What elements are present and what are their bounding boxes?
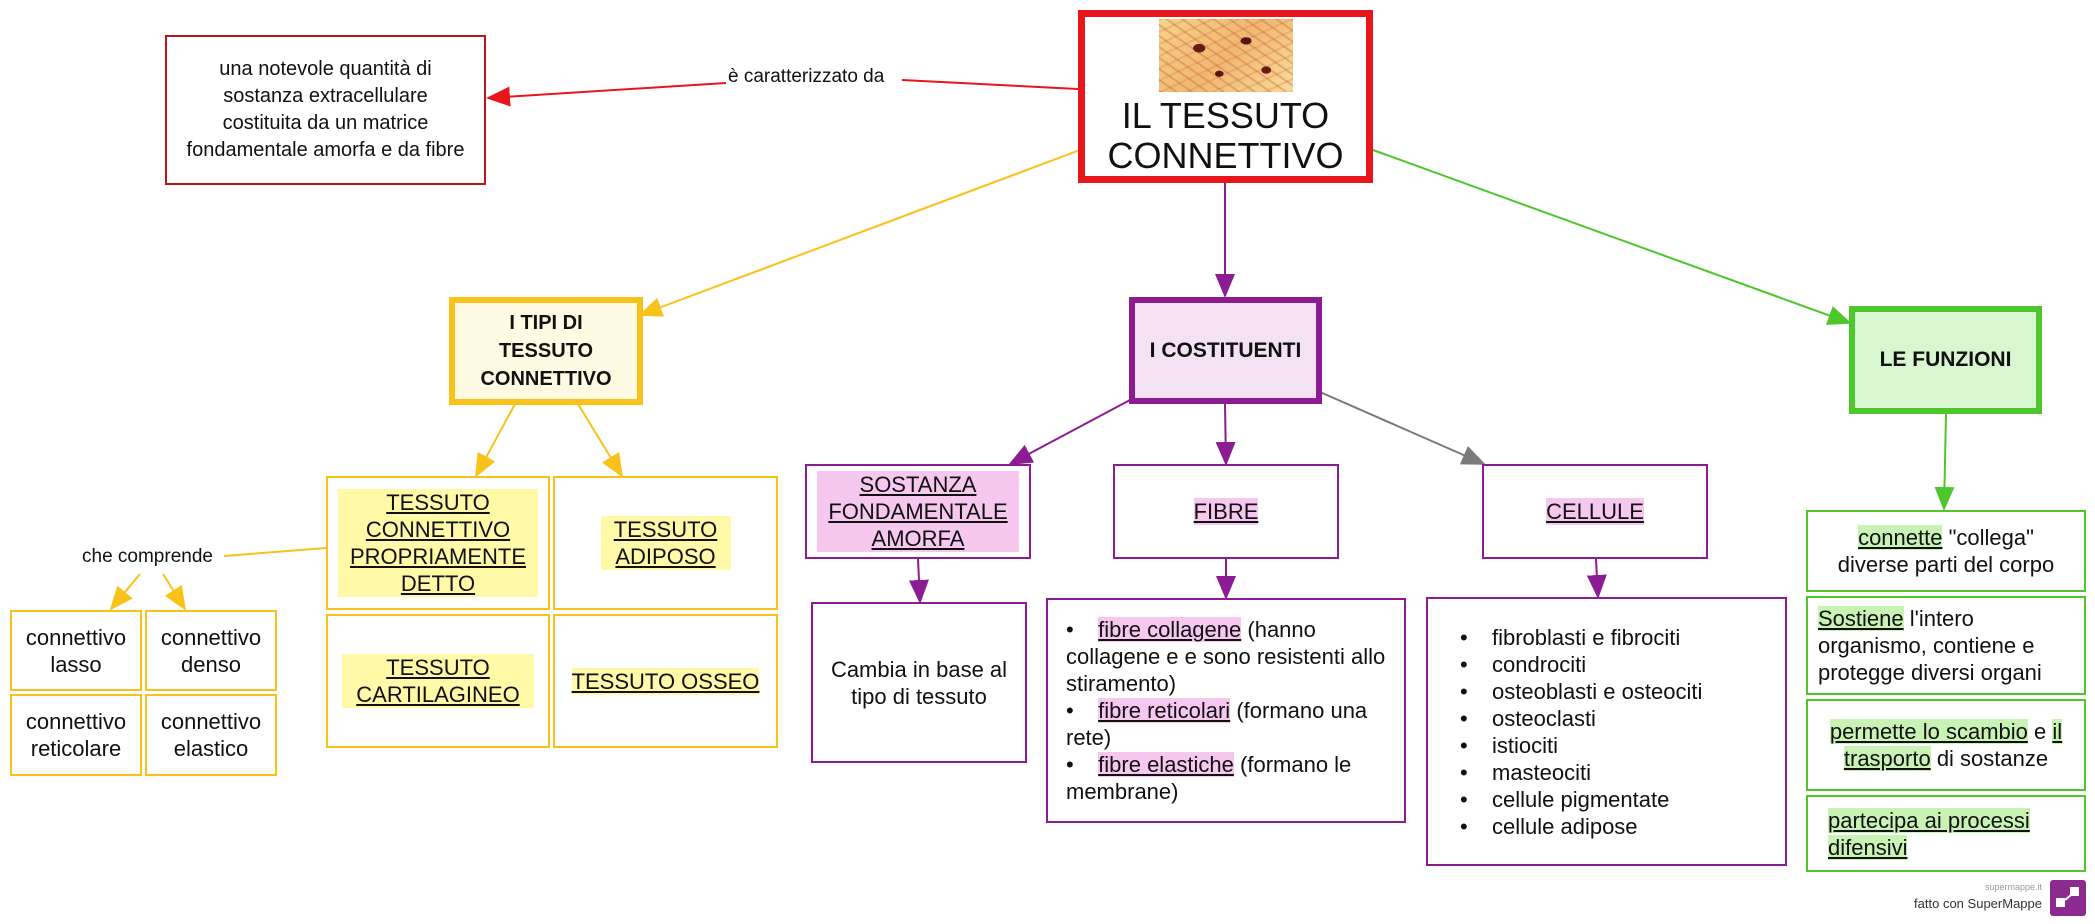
funzione-1[interactable]: connette "collega" diverse parti del cor… — [1806, 510, 2086, 592]
tipo-cartilagineo-label: TESSUTO CARTILAGINEO — [342, 654, 534, 708]
sub-denso[interactable]: connettivo denso — [145, 610, 277, 691]
root-image — [1158, 19, 1293, 92]
cellule-node[interactable]: CELLULE — [1482, 464, 1708, 559]
edge-proprio-comprende — [223, 547, 327, 557]
edge-root-tipi — [638, 149, 1081, 317]
cellule-item: istiociti — [1460, 732, 1702, 759]
root-note-text: una notevole quantità di sostanza extrac… — [186, 58, 465, 161]
funzione-2-rest: l'intero organismo, contiene e protegge … — [1818, 606, 2042, 685]
edge-sostanza-note — [908, 558, 929, 604]
edge-cost-cellule — [1319, 391, 1486, 465]
sostanza-note[interactable]: Cambia in base al tipo di tessuto — [811, 602, 1027, 763]
sub-reticolare[interactable]: connettivo reticolare — [10, 694, 142, 776]
funzione-1-rest: "collega" diverse parti del corpo — [1837, 525, 2055, 577]
cellule-item: condrociti — [1460, 651, 1702, 678]
link-label-caratterizzato: è caratterizzato da — [726, 66, 887, 88]
edge-tipi-adiposo — [577, 403, 624, 478]
sub-lasso[interactable]: connettivo lasso — [10, 610, 142, 691]
tipo-proprio[interactable]: TESSUTO CONNETTIVO PROPRIAMENTE DETTO — [326, 476, 550, 610]
sostanza-note-text: Cambia in base al tipo di tessuto — [830, 656, 1008, 709]
footer-small: supermappe.it — [1984, 882, 2042, 892]
cellule-label: CELLULE — [1546, 498, 1644, 525]
funzione-1-term: connette — [1858, 525, 1943, 550]
fibre-item: • fibre collagene (hanno collagene e e s… — [1066, 617, 1386, 696]
sub-elastico[interactable]: connettivo elastico — [145, 694, 277, 776]
cellule-item: fibroblasti e fibrociti — [1460, 624, 1702, 651]
edge-root-funzioni — [1372, 149, 1852, 325]
sub-denso-label: connettivo denso — [160, 624, 262, 677]
funzione-3-term1: permette lo scambio — [1829, 719, 2028, 744]
sostanza-label: SOSTANZA FONDAMENTALE AMORFA — [817, 471, 1019, 552]
sub-elastico-label: connettivo elastico — [160, 709, 262, 761]
footer-brand[interactable]: supermappe.it fatto con SuperMappe — [1908, 880, 2088, 920]
edge-funzioni-list — [1934, 413, 1955, 511]
root-note-box[interactable]: una notevole quantità di sostanza extrac… — [165, 35, 486, 185]
edge-cellule-list — [1586, 558, 1607, 599]
tipo-osseo-label: TESSUTO OSSEO — [571, 667, 760, 695]
supermappe-logo-icon — [2050, 880, 2086, 916]
footer-made-with: fatto con SuperMappe — [1914, 896, 2042, 911]
tipi-node[interactable]: I TIPI DI TESSUTO CONNETTIVO — [449, 297, 643, 405]
tipi-title: I TIPI DI TESSUTO CONNETTIVO — [480, 312, 612, 390]
cellule-list: fibroblasti e fibrociti condrociti osteo… — [1458, 624, 1702, 840]
edge-comprende-denso — [162, 573, 187, 611]
fibre-label: FIBRE — [1193, 498, 1259, 525]
fibre-item: • fibre elastiche (formano le membrane) — [1066, 752, 1352, 804]
cellule-item: masteociti — [1460, 759, 1702, 786]
edge-comprende-lasso — [109, 573, 141, 611]
funzione-3-rest: di sostanze — [1930, 746, 2049, 771]
fibre-list: • fibre collagene (hanno collagene e e s… — [1066, 616, 1386, 805]
tipo-osseo[interactable]: TESSUTO OSSEO — [553, 614, 778, 748]
fibre-list-box[interactable]: • fibre collagene (hanno collagene e e s… — [1046, 598, 1406, 823]
fibre-item: • fibre reticolari (formano una rete) — [1066, 698, 1368, 750]
tipo-proprio-label: TESSUTO CONNETTIVO PROPRIAMENTE DETTO — [338, 489, 538, 597]
funzioni-node[interactable]: LE FUNZIONI — [1849, 306, 2042, 414]
funzione-3-mid: e — [2027, 719, 2053, 744]
costituenti-node[interactable]: I COSTITUENTI — [1129, 297, 1322, 404]
funzione-3[interactable]: permette lo scambio e il trasporto di so… — [1806, 699, 2086, 791]
costituenti-title: I COSTITUENTI — [1149, 338, 1302, 362]
tipo-adiposo[interactable]: TESSUTO ADIPOSO — [553, 476, 778, 610]
link-label-comprende: che comprende — [80, 546, 215, 568]
cellule-item: osteoclasti — [1460, 705, 1702, 732]
funzione-4[interactable]: partecipa ai processi difensivi — [1806, 795, 2086, 872]
funzioni-title: LE FUNZIONI — [1879, 348, 2012, 371]
edge-cost-sostanza — [1008, 399, 1131, 465]
edge-root-note — [488, 80, 1079, 98]
cellule-item: cellule pigmentate — [1460, 786, 1702, 813]
tipo-cartilagineo[interactable]: TESSUTO CARTILAGINEO — [326, 614, 550, 748]
funzione-2-term: Sostiene — [1818, 606, 1904, 631]
root-title: IL TESSUTO CONNETTIVO — [1107, 95, 1344, 176]
fibre-node[interactable]: FIBRE — [1113, 464, 1339, 559]
tipo-adiposo-label: TESSUTO ADIPOSO — [600, 516, 731, 570]
funzione-4-term: partecipa ai processi difensivi — [1828, 807, 2030, 860]
funzione-2[interactable]: Sostiene l'intero organismo, contiene e … — [1806, 596, 2086, 695]
sostanza-node[interactable]: SOSTANZA FONDAMENTALE AMORFA — [805, 464, 1031, 559]
sub-reticolare-label: connettivo reticolare — [25, 709, 127, 761]
edge-tipi-proprio — [475, 403, 516, 478]
root-node[interactable]: IL TESSUTO CONNETTIVO — [1078, 10, 1373, 183]
cellule-item: cellule adipose — [1460, 813, 1702, 840]
cellule-list-box[interactable]: fibroblasti e fibrociti condrociti osteo… — [1426, 597, 1787, 866]
sub-lasso-label: connettivo lasso — [25, 624, 127, 677]
edge-cost-fibre — [1215, 403, 1236, 466]
cellule-item: osteoblasti e osteociti — [1460, 678, 1702, 705]
